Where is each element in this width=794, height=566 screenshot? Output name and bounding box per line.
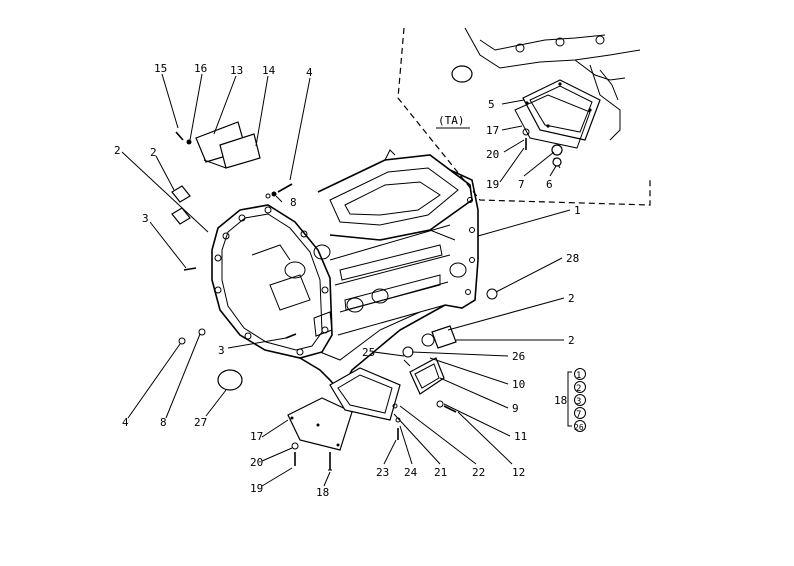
callout-24: 24	[404, 466, 418, 479]
callout-6: 6	[546, 178, 553, 191]
inset-fasteners	[522, 128, 563, 169]
callout-20-lower: 20	[250, 456, 263, 469]
callout-14: 14	[262, 64, 276, 77]
callout-4-bottom: 4	[122, 416, 129, 429]
callout-13: 13	[230, 64, 243, 77]
callout-17-inset: 17	[486, 124, 499, 137]
inset-plug	[451, 65, 473, 83]
callout-9: 9	[512, 402, 519, 415]
callout-12: 12	[512, 466, 525, 479]
callout-8-bottom: 8	[160, 416, 167, 429]
callout-16: 16	[194, 62, 207, 75]
part-seal-25-26	[402, 346, 414, 367]
callout-22: 22	[472, 466, 485, 479]
inset-housing	[451, 27, 641, 141]
callout-23: 23	[376, 466, 389, 479]
legend-item-1: 1	[576, 371, 581, 381]
legend-item-26: 26	[574, 423, 584, 432]
callout-26: 26	[512, 350, 525, 363]
part-bolt-lower-4-8	[178, 328, 206, 345]
callout-4-top: 4	[306, 66, 313, 79]
callout-10: 10	[512, 378, 525, 391]
leader-lines	[121, 73, 571, 487]
part-cover-17	[287, 397, 353, 466]
callout-28: 28	[566, 252, 579, 265]
callout-2-right-upper: 2	[568, 292, 575, 305]
callout-19-lower: 19	[250, 482, 263, 495]
callout-19-inset: 19	[486, 178, 499, 191]
callout-18: 18	[316, 486, 329, 499]
part-plug-27	[217, 369, 243, 391]
callout-20-inset: 20	[486, 148, 499, 161]
callout-3-lower: 3	[218, 344, 225, 357]
callout-2-left: 2	[114, 144, 121, 157]
callout-8-top: 8	[290, 196, 297, 209]
callout-17-lower: 17	[250, 430, 263, 443]
callout-25: 25	[362, 346, 375, 359]
part-bolt-11	[436, 400, 457, 413]
part-washer-28	[486, 288, 498, 300]
inset-label: (TA)	[438, 114, 465, 127]
inset-cover-plate	[514, 79, 601, 149]
part-bushings-2	[171, 185, 457, 349]
part-cover-9-10	[409, 357, 445, 395]
part-bolt-4-8	[265, 183, 293, 199]
callout-27: 27	[194, 416, 207, 429]
transmission-case	[211, 149, 479, 394]
legend-item-2: 2	[576, 384, 581, 394]
callout-2-bushing: 2	[150, 146, 157, 159]
callout-21: 21	[434, 466, 447, 479]
part-pin-3	[183, 267, 297, 339]
callout-5: 5	[488, 98, 495, 111]
part-cover-21-22	[329, 367, 401, 440]
callouts: 15 16 13 14 4 2 2 8 3 4 8 27 3 17 20 19 …	[114, 62, 581, 499]
inset-boundary	[397, 27, 651, 206]
callout-3-pin: 3	[142, 212, 149, 225]
callout-15: 15	[154, 62, 167, 75]
legend-group: 18 1 2 3 7 26	[554, 368, 586, 432]
part-filter-13-14	[195, 121, 261, 169]
part-bolt-15-16	[175, 131, 192, 145]
callout-7: 7	[518, 178, 525, 191]
callout-11: 11	[514, 430, 527, 443]
legend-item-3: 3	[576, 397, 581, 407]
part-dipstick-18	[328, 452, 332, 471]
legend-item-7: 7	[576, 410, 581, 420]
legend-key: 18	[554, 394, 567, 407]
callout-2-right-lower: 2	[568, 334, 575, 347]
callout-1: 1	[574, 204, 581, 217]
